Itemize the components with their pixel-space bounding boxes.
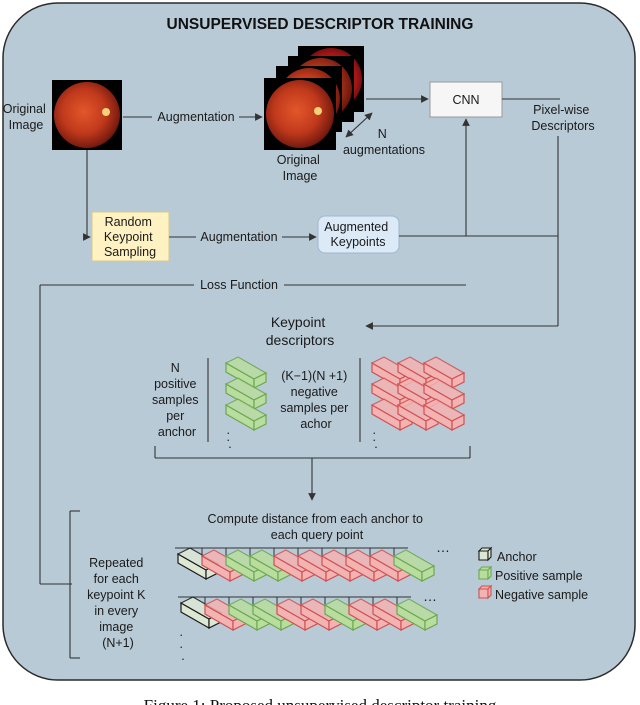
legend-negative-swatch	[477, 584, 493, 600]
negative-sample-box-3	[422, 356, 466, 390]
repeated-label: Repeated for each keypoint K in every im…	[87, 556, 149, 650]
legend-anchor-swatch	[477, 546, 493, 562]
distance-rows	[175, 547, 439, 632]
compute-distance-label: Compute distance from each anchor to eac…	[208, 512, 427, 542]
row2-positive-box-9	[395, 598, 439, 632]
diagram-title: UNSUPERVISED DESCRIPTOR TRAINING	[167, 16, 474, 33]
negative-sample-box-9	[422, 398, 466, 432]
loss-function-label: Loss Function	[200, 278, 278, 292]
augmented-keypoints-label: Augmented Keypoints	[324, 220, 391, 249]
positive-sample-box-3	[224, 398, 268, 432]
legend-anchor-label: Anchor	[497, 550, 537, 564]
augmentation-label-top: Augmentation	[157, 110, 234, 124]
row1-positive-box-9	[392, 549, 436, 583]
positive-dots: . . .	[227, 423, 234, 451]
legend-positive-swatch	[477, 565, 493, 581]
background-panel	[2, 2, 636, 681]
positive-sample-box-1	[224, 356, 268, 390]
legend-positive-label: Positive sample	[495, 569, 583, 583]
original-image-left	[52, 80, 122, 150]
rows-dots: . . .	[180, 625, 187, 663]
augmented-image-stack	[264, 46, 364, 150]
n-augmentations-label: N augmentations	[343, 127, 425, 157]
augmented-keypoints-box	[317, 215, 400, 254]
random-keypoint-sampling-label: Random Keypoint Sampling	[104, 215, 156, 259]
random-keypoint-sampling-box	[91, 211, 170, 262]
positive-samples-label: N positive samples per anchor	[152, 361, 202, 439]
row1-ellipsis: …	[436, 539, 450, 555]
keypoint-descriptors-label: Keypoint descriptors	[266, 314, 334, 348]
pixelwise-descriptors-label: Pixel-wise Descriptors	[531, 103, 594, 133]
figure-caption: Figure 1: Proposed unsupervised descript…	[144, 696, 497, 705]
positive-sample-group	[224, 356, 268, 432]
cnn-label: CNN	[452, 93, 479, 107]
negative-samples-label: (K−1)(N +1) negative samples per achor	[280, 369, 352, 431]
original-image-bottom-label: Original Image	[277, 153, 324, 183]
legend-negative-label: Negative sample	[495, 588, 588, 602]
legend	[477, 546, 493, 600]
negative-sample-group	[370, 356, 466, 432]
row2-ellipsis: …	[423, 588, 437, 604]
original-image-left-label: Original Image	[3, 102, 50, 132]
augmentation-label-mid: Augmentation	[200, 230, 277, 244]
negative-dots: . . .	[373, 423, 380, 451]
cnn-box	[429, 81, 503, 118]
